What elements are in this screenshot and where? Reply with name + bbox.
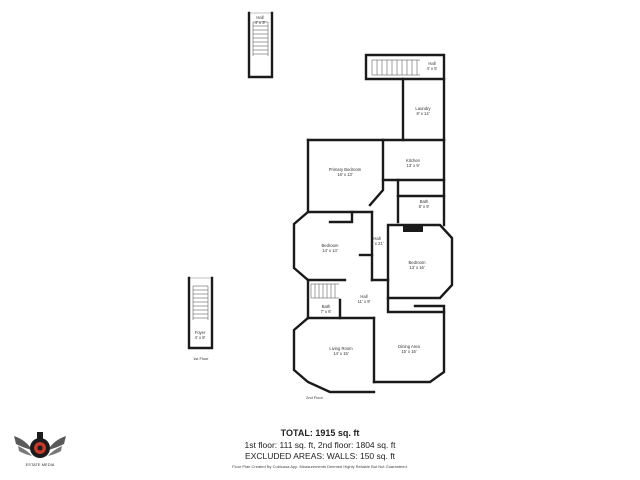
- room-name: Hall: [256, 15, 263, 20]
- room-size: 7' x 21': [370, 241, 383, 246]
- room-name: Foyer: [195, 330, 206, 335]
- room-name: Bedroom: [409, 260, 427, 265]
- room-size: 13' x 9': [406, 163, 419, 168]
- winged-badge-logo-icon: ESTATE MEDIA: [14, 432, 66, 467]
- room-size: 4' x 8': [195, 335, 206, 340]
- room-size: 11' x 9': [358, 299, 371, 304]
- room-size: 8' x 14': [416, 111, 429, 116]
- room-name: Dining Area: [398, 344, 420, 349]
- floor-label-1st: 1st Floor: [193, 356, 209, 361]
- room-name: Bath: [322, 304, 331, 309]
- room-size: 4' x 5': [427, 66, 438, 71]
- room-name: Hall: [373, 236, 380, 241]
- second-floor-plan: Hall 4' x 5' Laundry 8' x 14' Primary Be…: [292, 53, 454, 394]
- room-size: 14' x 14': [322, 248, 338, 253]
- room-size: 4' x 3': [255, 20, 266, 25]
- disclaimer: Floor Plan Created By Cubicasa App. Meas…: [232, 464, 408, 469]
- floor-label-2nd: 2nd Floor: [306, 395, 324, 400]
- room-name: Kitchen: [406, 158, 421, 163]
- room-size: 7' x 6': [321, 309, 332, 314]
- room-name: Laundry: [415, 106, 431, 111]
- room-size: 16' x 13': [337, 172, 353, 177]
- room-name: Hall: [360, 294, 367, 299]
- room-size: 14' x 15': [333, 351, 349, 356]
- svg-text:ESTATE MEDIA: ESTATE MEDIA: [26, 462, 55, 467]
- room-name: Living Room: [329, 346, 353, 351]
- room-name: Bedroom: [322, 243, 340, 248]
- room-size: 8' x 9': [419, 204, 430, 209]
- room-name: Primary Bedroom: [329, 167, 362, 172]
- total-area: TOTAL: 1915 sq. ft: [280, 428, 360, 438]
- room-name: Hall: [428, 61, 435, 66]
- foyer-unit: Foyer 4' x 8': [187, 276, 214, 350]
- floor-areas: 1st floor: 111 sq. ft, 2nd floor: 1804 s…: [244, 440, 396, 450]
- excluded-areas: EXCLUDED AREAS: WALLS: 150 sq. ft: [245, 451, 395, 461]
- hall-stair-unit-top: Hall 4' x 3': [247, 11, 274, 79]
- room-size: 13' x 16': [409, 265, 425, 270]
- room-size: 15' x 16': [401, 349, 417, 354]
- room-name: Bath: [420, 199, 429, 204]
